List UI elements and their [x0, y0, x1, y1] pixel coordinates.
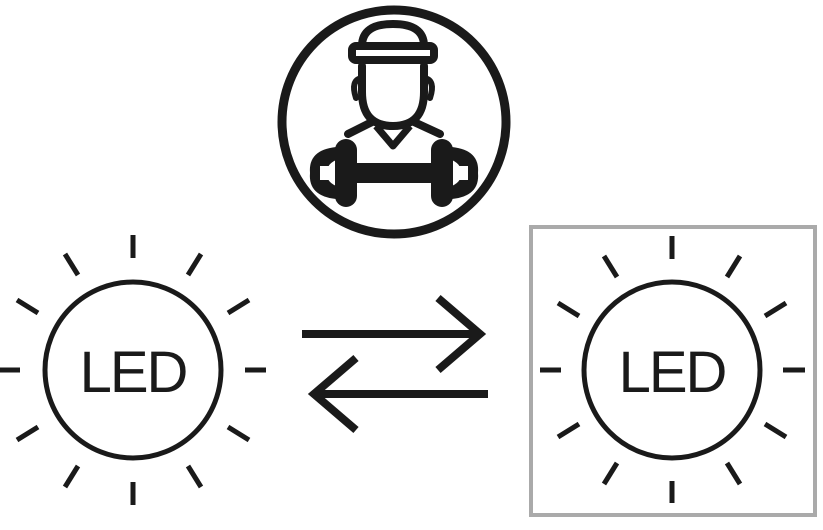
technician-cap-icon	[348, 20, 438, 64]
led-left-bulb-icon	[42, 279, 224, 461]
swap-arrows-icon	[302, 294, 488, 434]
service-technician-icon	[277, 5, 511, 239]
led-right-bulb-icon	[581, 279, 763, 461]
led-right-label: LED	[619, 340, 726, 405]
led-right-frame	[529, 225, 817, 517]
led-left-label: LED	[80, 340, 187, 405]
technician-head-icon	[351, 62, 435, 131]
led-right-rays-icon	[540, 236, 805, 503]
led-right: LED	[529, 225, 817, 517]
wrench-icon	[309, 139, 479, 207]
led-left-rays-icon	[0, 235, 266, 505]
technician-collar-icon	[344, 118, 444, 150]
arrow-left-icon	[307, 354, 488, 434]
led-left: LED	[0, 235, 266, 505]
arrow-right-icon	[302, 294, 487, 374]
